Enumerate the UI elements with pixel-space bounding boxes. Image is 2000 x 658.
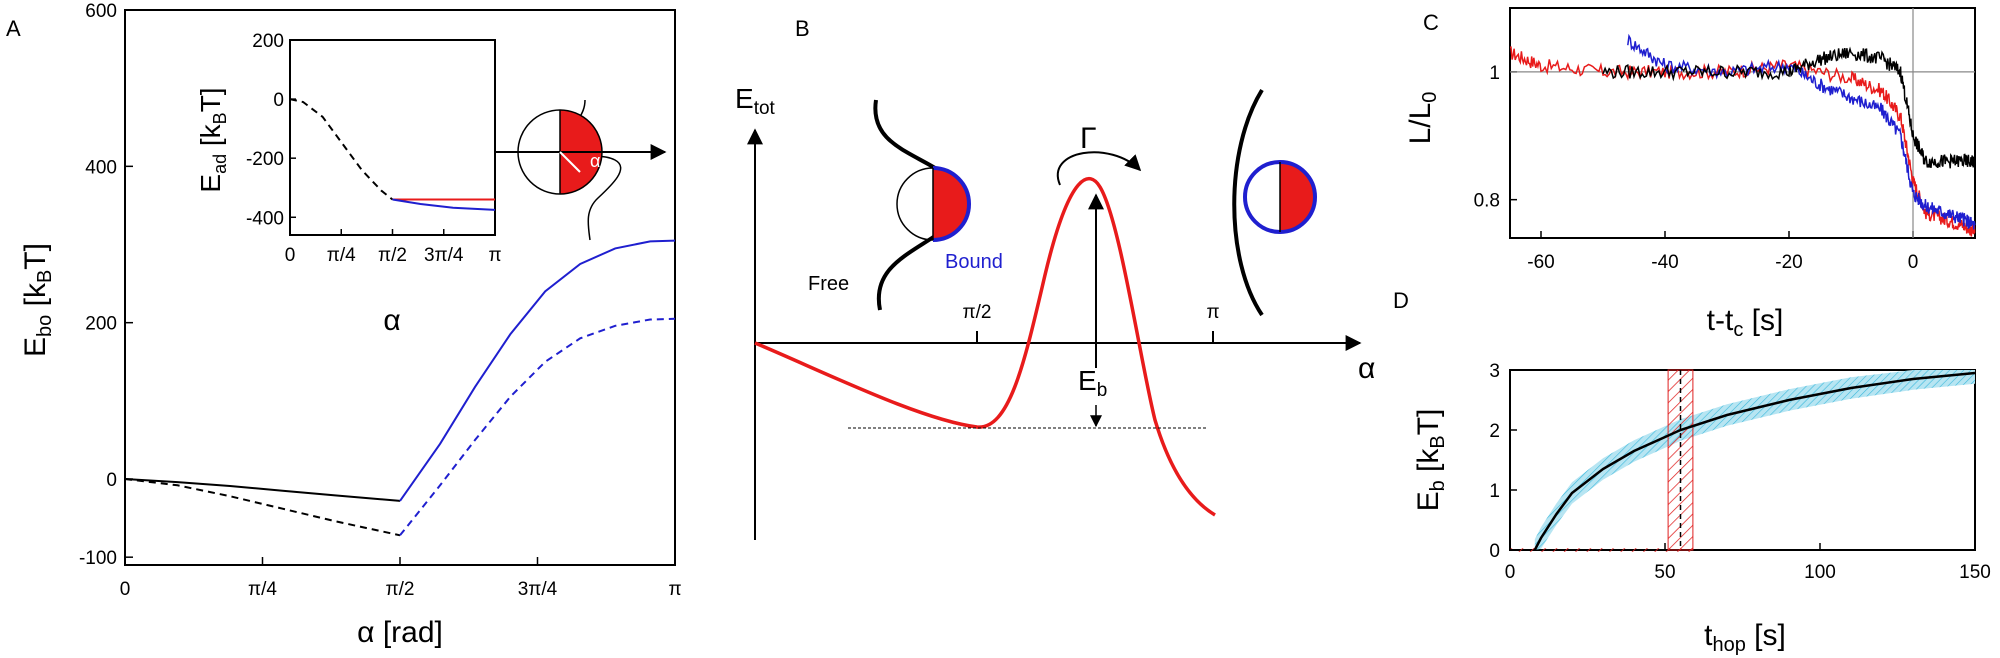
panel-c-series-black [1602,46,1976,169]
panel-c-xtick-label: -60 [1527,252,1554,273]
inset-ytick-label: -400 [246,208,284,229]
panel-c-xtick-label: -20 [1775,252,1802,273]
bound-particle-left: Free Bound [808,99,1003,311]
panel-d-uncertainty-band [1534,370,1975,550]
panel-c-frame [1509,7,1976,239]
particle-schematic: α [495,99,667,241]
panel-a-xtick-label: 3π/4 [518,579,558,600]
inset-ticks: 0 π/4 π/2 3π/4 π 200 0 -200 -400 [246,31,502,266]
left-bound-half [933,168,969,240]
panel-c: C -60 -40 -20 0 1 0.8 t-tc [s] L/L0 [1404,7,1976,341]
left-free-half [896,167,934,241]
inset-series [289,98,496,211]
panel-a-ytick-label: -100 [79,548,117,569]
inset-xtick-label: 3π/4 [424,245,464,266]
panel-d-xlabel: thop [s] [1704,619,1786,656]
panel-a-ytick-label: 400 [85,157,117,178]
panel-d-ylabel: Eb [kBT] [1412,409,1449,512]
inset-ylabel: Ead [kBT] [195,87,230,192]
label-bound: Bound [945,251,1003,273]
panel-c-xtick-label: -40 [1651,252,1678,273]
inset-xtick-label: π/4 [327,245,356,266]
panel-b-ylabel: Etot [735,83,776,119]
label-free: Free [808,273,849,295]
rate-arrow [1056,151,1142,186]
tick-label-pi: π [1206,302,1219,323]
panel-a-xtick-label: 0 [120,579,131,600]
panel-a-series-solid-blue [399,239,676,502]
panel-c-ytick-label: 1 [1489,63,1500,84]
right-red-half [1280,162,1315,232]
panel-b-xlabel: α [1358,352,1375,385]
panel-d: D 0 50 100 150 3 2 1 0 thop [s] Eb [kBT] [1393,288,1991,656]
panel-a-inset: 0 π/4 π/2 3π/4 π 200 0 -200 -400 α Ead [kBT] α [195,31,667,337]
energy-profile-curve [754,176,1216,517]
panel-a-xtick-label: π/4 [248,579,277,600]
inset-xlabel: α [383,304,400,337]
panel-a-series-dashed-black [124,478,401,537]
panel-d-ytick-label: 3 [1489,361,1500,382]
inset-ytick-label: 200 [252,31,284,52]
panel-c-ticks: -60 -40 -20 0 1 0.8 [1474,8,1975,273]
left-bound-outline [932,166,971,242]
panel-a-series-dashed-blue [399,317,676,536]
panel-c-ylabel: L/L0 [1404,92,1441,145]
panel-c-ytick-label: 0.8 [1474,191,1500,212]
panel-d-xtick-label: 50 [1654,562,1675,583]
inset-frame [289,39,496,236]
inset-series-dashed-black [289,98,394,201]
panel-a-ytick-label: 600 [85,1,117,22]
panel-a-ytick-label: 200 [85,314,117,335]
panel-d-ytick-label: 1 [1489,481,1500,502]
panel-c-series-red [1509,46,1976,237]
panel-b: B Etot α π/2 π Eb Γ Free Bound [735,16,1375,540]
panel-d-highlight-base [1510,548,1693,552]
angle-line [559,151,581,173]
inset-ytick-label: 0 [273,90,284,111]
panel-label-c: C [1423,10,1439,35]
panel-c-xtick-label: 0 [1908,252,1919,273]
inset-ytick-label: -200 [246,149,284,170]
panel-c-xlabel: t-tc [s] [1707,304,1784,341]
rate-label: Γ [1080,122,1097,155]
panel-a-ylabel: Ebo [kBT] [19,243,56,357]
panel-label-a: A [6,16,21,41]
panel-d-fit-curve [1533,371,1976,551]
panel-d-xtick-label: 150 [1959,562,1991,583]
panel-d-ticks: 0 50 100 150 3 2 1 0 [1489,361,1990,583]
panel-d-ytick-label: 0 [1489,541,1500,562]
panel-d-xtick-label: 0 [1505,562,1516,583]
panel-a-xlabel: α [rad] [357,616,443,649]
panel-c-series [1509,33,1976,237]
inset-xtick-label: 0 [285,245,296,266]
inset-xtick-label: π [488,245,501,266]
panel-a-ytick-label: 0 [106,470,117,491]
panel-a-series [124,239,676,537]
inset-series-solid-blue [392,198,496,211]
barrier-label: Eb [1078,365,1107,401]
panel-d-content [1510,369,1976,552]
angle-label: α [590,151,600,171]
panel-a-series-solid-black [124,478,401,502]
inset-xtick-label: π/2 [378,245,407,266]
tick-label-pi2: π/2 [963,302,992,323]
panel-a-xtick-label: π/2 [386,579,415,600]
panel-d-frame [1509,369,1976,551]
wrapped-particle-right [1232,88,1317,317]
panel-label-d: D [1393,288,1409,313]
panel-d-ytick-label: 2 [1489,421,1500,442]
panel-a-xtick-label: π [668,579,681,600]
panel-d-xtick-label: 100 [1804,562,1836,583]
panel-label-b: B [795,16,810,41]
right-membrane [1232,88,1264,317]
